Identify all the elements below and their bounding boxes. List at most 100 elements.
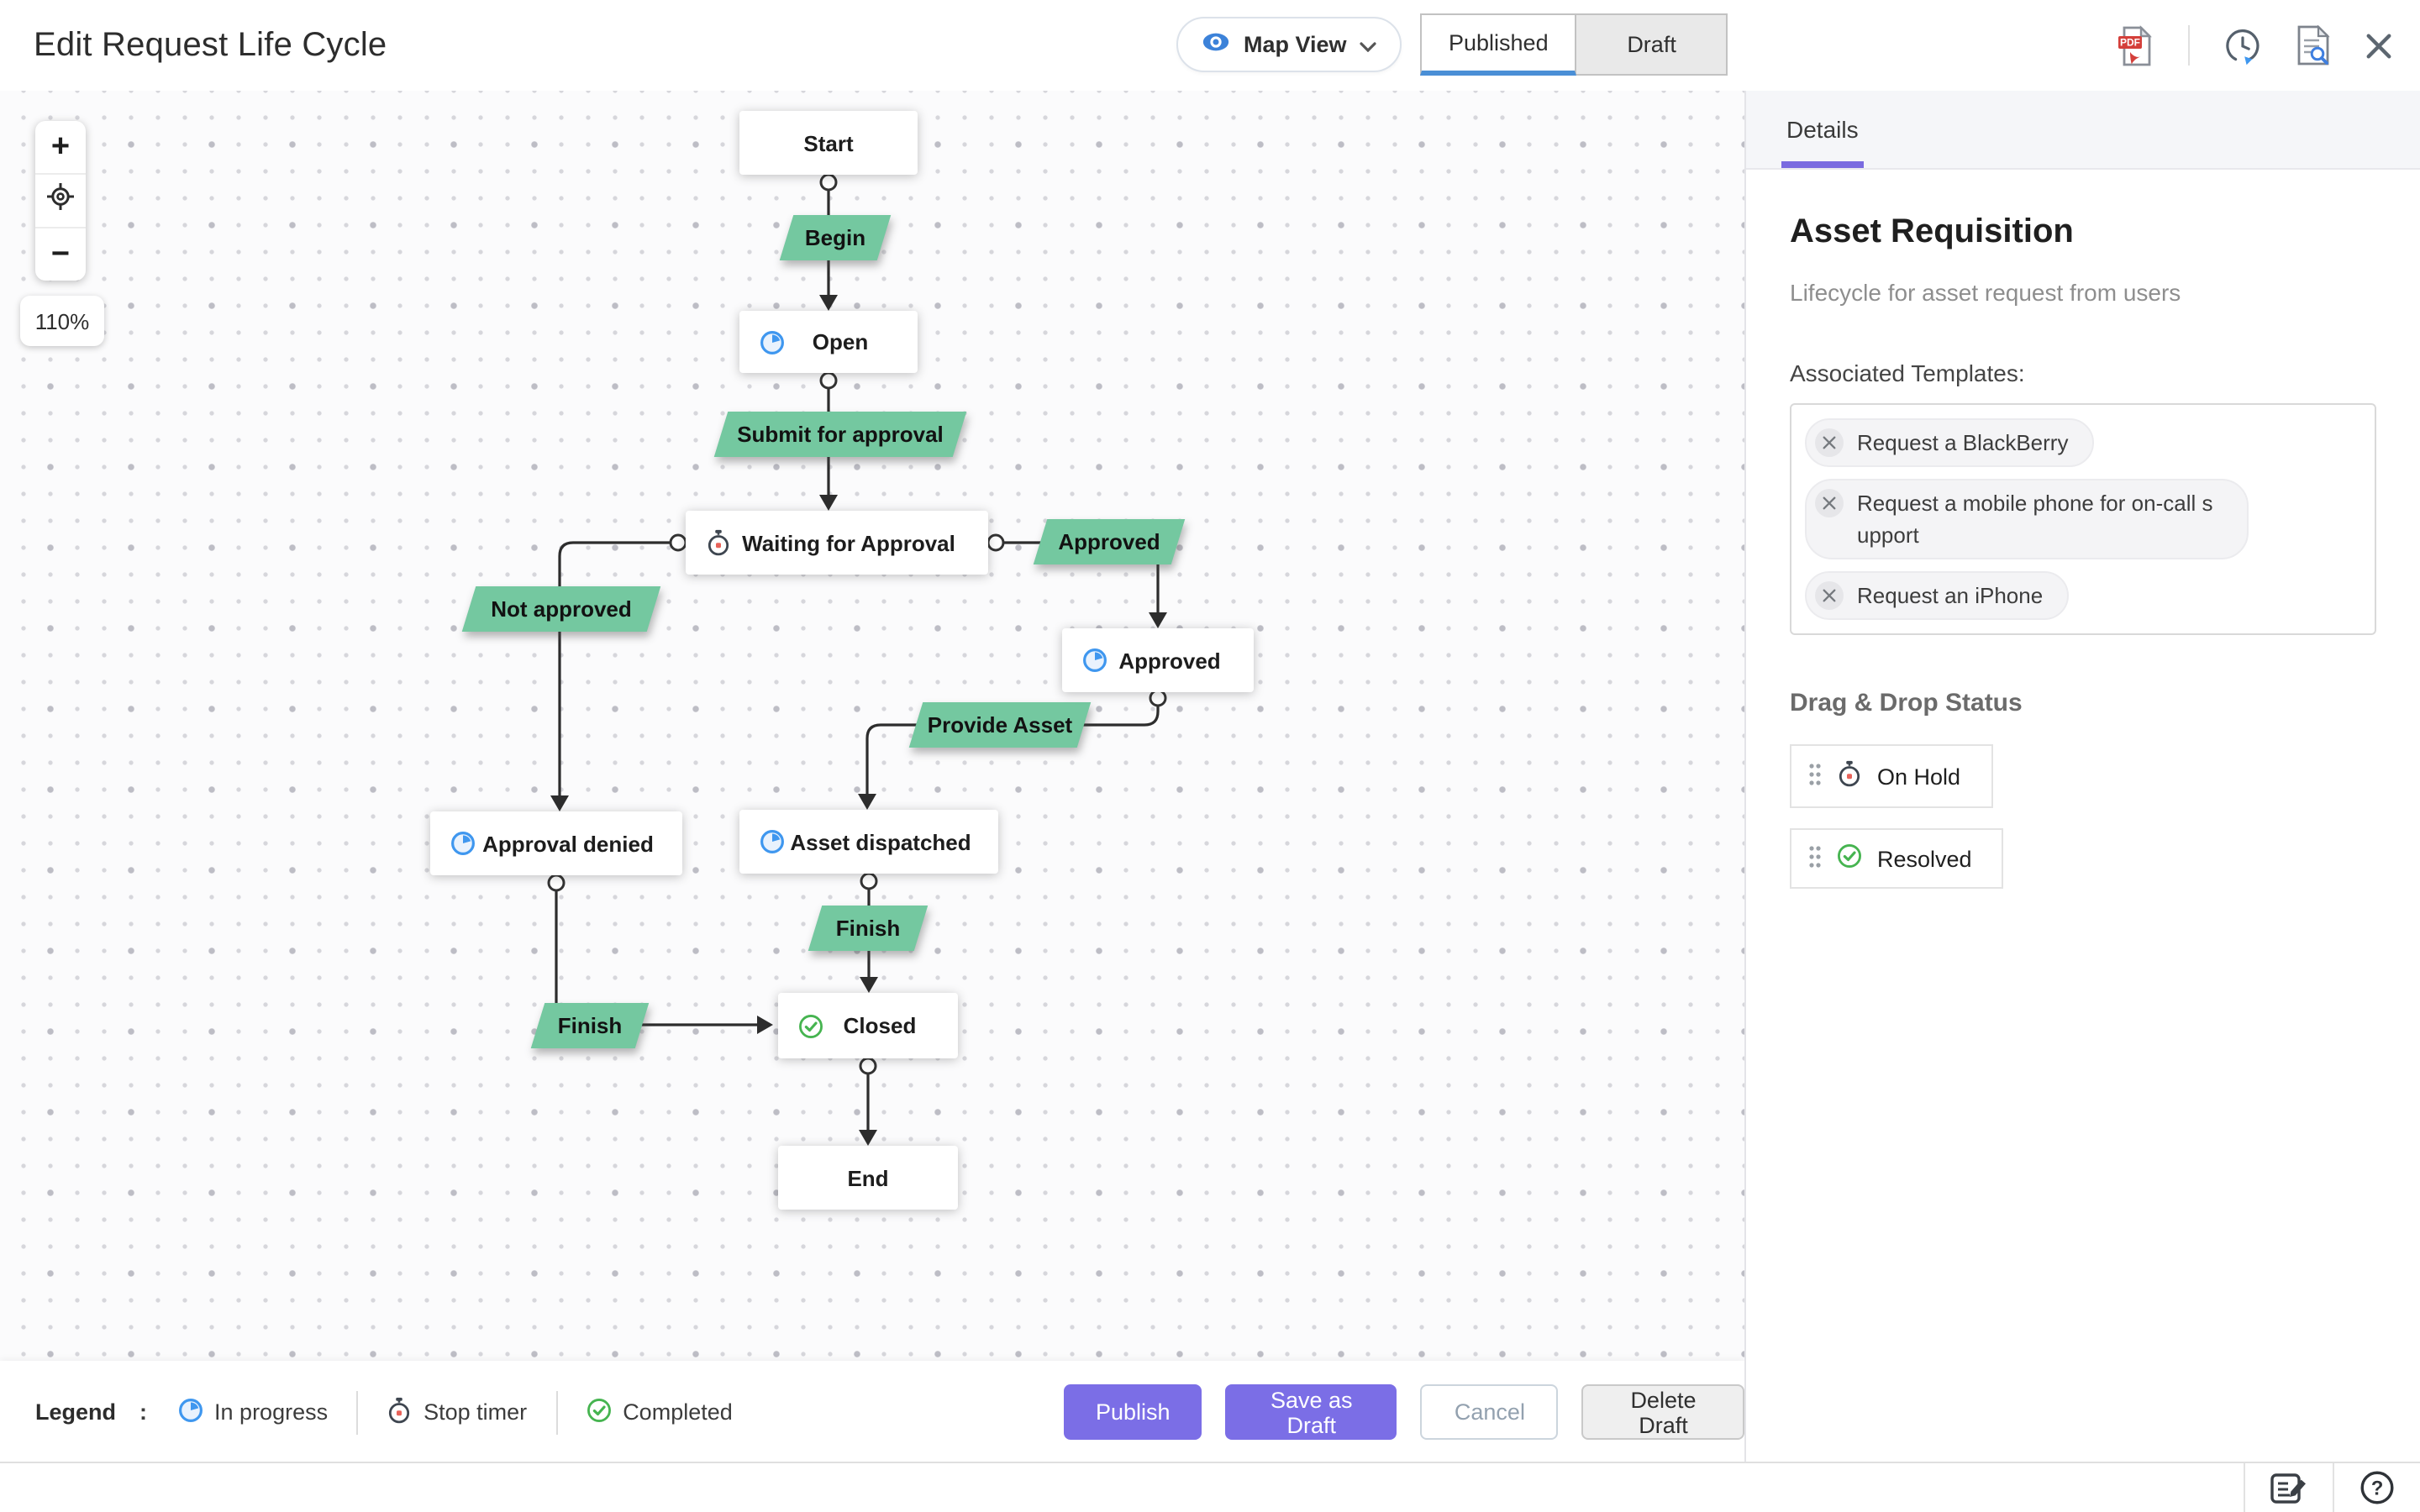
transition-label: Finish bbox=[835, 916, 901, 941]
eye-icon bbox=[1202, 32, 1230, 57]
strip-divider bbox=[2333, 1463, 2334, 1512]
template-chip-request-a-blackberry[interactable]: Request a BlackBerry bbox=[1805, 418, 2094, 467]
transition-submit-for-approval[interactable]: Submit for approval bbox=[713, 412, 968, 457]
close-icon[interactable] bbox=[2365, 31, 2393, 60]
details-panel-body: Asset Requisition Lifecycle for asset re… bbox=[1746, 170, 2420, 889]
zoom-out-button[interactable]: − bbox=[35, 227, 86, 281]
bottom-strip: ? bbox=[0, 1462, 2420, 1512]
legend-title: Legend bbox=[35, 1399, 117, 1425]
node-waiting-for-approval[interactable]: Waiting for Approval bbox=[686, 511, 988, 575]
legend-item-label: In progress bbox=[214, 1399, 329, 1425]
help-icon[interactable]: ? bbox=[2334, 1470, 2420, 1505]
delete-draft-button[interactable]: Delete Draft bbox=[1581, 1384, 1744, 1440]
status-card-label: On Hold bbox=[1877, 764, 1961, 789]
legend-colon: : bbox=[139, 1399, 148, 1425]
svg-text:PDF: PDF bbox=[2120, 36, 2140, 48]
transition-finish-to-closed[interactable]: Finish bbox=[807, 906, 929, 951]
header-bar: Edit Request Life Cycle Map View Publish… bbox=[0, 0, 2420, 91]
node-label: Open bbox=[812, 329, 869, 354]
transition-label: Finish bbox=[557, 1013, 623, 1038]
history-icon[interactable] bbox=[2223, 26, 2262, 65]
legend-item-label: Completed bbox=[623, 1399, 733, 1425]
legend-item-label: Stop timer bbox=[424, 1399, 528, 1425]
transition-label: Submit for approval bbox=[737, 422, 944, 447]
transition-not-approved[interactable]: Not approved bbox=[460, 586, 662, 632]
drag-handle-icon bbox=[1808, 762, 1822, 790]
save-as-draft-button[interactable]: Save as Draft bbox=[1225, 1384, 1397, 1440]
node-label: Waiting for Approval bbox=[742, 530, 955, 555]
node-end[interactable]: End bbox=[778, 1146, 958, 1210]
details-panel: Details Asset Requisition Lifecycle for … bbox=[1744, 91, 2420, 1463]
legend-item-completed: Completed bbox=[586, 1397, 733, 1427]
transition-approved[interactable]: Approved bbox=[1032, 519, 1186, 564]
publish-button[interactable]: Publish bbox=[1064, 1384, 1202, 1440]
locate-icon bbox=[45, 181, 76, 220]
map-view-selector[interactable]: Map View bbox=[1176, 17, 1402, 72]
associated-templates-label: Associated Templates: bbox=[1790, 360, 2025, 386]
transition-provide-asset[interactable]: Provide Asset bbox=[908, 702, 1092, 748]
legend-divider bbox=[555, 1390, 558, 1434]
completed-icon bbox=[1837, 843, 1862, 874]
template-chip-label: Request an iPhone bbox=[1857, 583, 2044, 608]
completed-icon bbox=[798, 1013, 823, 1038]
drag-handle-icon bbox=[1808, 844, 1822, 873]
transition-begin[interactable]: Begin bbox=[778, 215, 892, 260]
status-card-resolved[interactable]: Resolved bbox=[1790, 828, 2004, 889]
svg-text:?: ? bbox=[2371, 1478, 2384, 1500]
tab-draft[interactable]: Draft bbox=[1576, 13, 1728, 76]
transition-label: Approved bbox=[1058, 529, 1160, 554]
zoom-in-button[interactable]: + bbox=[35, 121, 86, 173]
template-chip-label: Request a mobile phone for on-call suppo… bbox=[1857, 491, 2213, 548]
minus-icon: − bbox=[50, 237, 71, 272]
legend-item-in-progress: In progress bbox=[177, 1397, 328, 1427]
plus-icon: + bbox=[50, 129, 71, 165]
status-card-label: Resolved bbox=[1877, 846, 1972, 871]
in-progress-icon bbox=[760, 329, 785, 354]
node-label: End bbox=[847, 1165, 889, 1190]
node-asset-dispatched[interactable]: Asset dispatched bbox=[739, 810, 998, 874]
header-divider bbox=[2188, 25, 2190, 66]
locate-button[interactable] bbox=[35, 173, 86, 227]
node-approved[interactable]: Approved bbox=[1062, 628, 1254, 692]
template-chip-request-a-mobile-phone-for-on-call-support[interactable]: Request a mobile phone for on-call suppo… bbox=[1805, 479, 2249, 559]
transition-finish-left[interactable]: Finish bbox=[529, 1003, 650, 1048]
lifecycle-title: Asset Requisition bbox=[1790, 213, 2074, 250]
transition-label: Begin bbox=[804, 225, 866, 250]
header-action-icons: PDF bbox=[2118, 0, 2393, 91]
stop-timer-icon bbox=[1837, 759, 1862, 793]
node-label: Closed bbox=[843, 1013, 917, 1038]
page-title: Edit Request Life Cycle bbox=[34, 27, 387, 64]
template-chip-label: Request a BlackBerry bbox=[1857, 430, 2069, 455]
node-open[interactable]: Open bbox=[739, 311, 918, 373]
node-start[interactable]: Start bbox=[739, 111, 918, 175]
remove-template-icon[interactable] bbox=[1815, 489, 1844, 517]
drag-drop-status-label: Drag & Drop Status bbox=[1790, 689, 2023, 717]
in-progress-icon bbox=[177, 1397, 203, 1427]
node-label: Start bbox=[803, 130, 854, 155]
document-search-icon[interactable] bbox=[2296, 25, 2331, 66]
tab-published[interactable]: Published bbox=[1420, 13, 1577, 76]
legend-item-stop-timer: Stop timer bbox=[387, 1395, 527, 1429]
zoom-level-badge: 110% bbox=[20, 296, 104, 346]
node-approval-denied[interactable]: Approval denied bbox=[430, 811, 682, 875]
details-panel-header: Details bbox=[1746, 91, 2420, 170]
tab-details[interactable]: Details bbox=[1786, 116, 1859, 143]
in-progress-icon bbox=[450, 831, 476, 856]
pdf-export-icon[interactable]: PDF bbox=[2118, 24, 2154, 66]
node-closed[interactable]: Closed bbox=[778, 993, 958, 1058]
remove-template-icon[interactable] bbox=[1815, 428, 1844, 457]
remove-template-icon[interactable] bbox=[1815, 581, 1844, 610]
zoom-controls: + − bbox=[35, 121, 86, 281]
completed-icon bbox=[586, 1397, 611, 1427]
node-label: Approved bbox=[1118, 648, 1221, 673]
status-card-on-hold[interactable]: On Hold bbox=[1790, 744, 1993, 808]
transition-label: Provide Asset bbox=[927, 712, 1073, 738]
feedback-icon[interactable] bbox=[2245, 1471, 2333, 1504]
node-label: Approval denied bbox=[482, 831, 654, 856]
template-chip-request-an-iphone[interactable]: Request an iPhone bbox=[1805, 571, 2069, 620]
cancel-button[interactable]: Cancel bbox=[1420, 1384, 1559, 1440]
